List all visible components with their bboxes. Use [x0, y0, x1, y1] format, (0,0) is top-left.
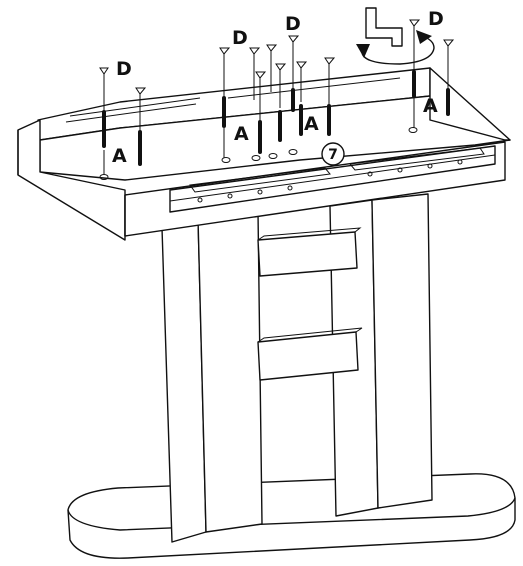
step-number-badge: 7: [321, 142, 345, 166]
base-plate: [67, 473, 516, 559]
label-d: D: [232, 27, 248, 49]
step-number: 7: [328, 147, 338, 163]
label-a: A: [423, 95, 438, 117]
dowels: [102, 70, 450, 166]
holes: [99, 127, 418, 180]
label-a: A: [304, 113, 319, 135]
bolt-guide-lines: [103, 26, 449, 174]
left-column: [161, 211, 263, 543]
rotation-arrow-icon: [356, 7, 435, 65]
table-top: [17, 67, 511, 241]
label-d: D: [116, 58, 132, 80]
part-labels: D D D D A A A A: [112, 8, 444, 167]
cam-bolts: [99, 19, 455, 95]
label-d: D: [428, 8, 444, 30]
label-d: D: [285, 13, 301, 35]
label-a: A: [112, 145, 127, 167]
lower-cross-rail: [257, 327, 363, 381]
upper-cross-rail: [257, 227, 362, 277]
label-a: A: [234, 123, 249, 145]
